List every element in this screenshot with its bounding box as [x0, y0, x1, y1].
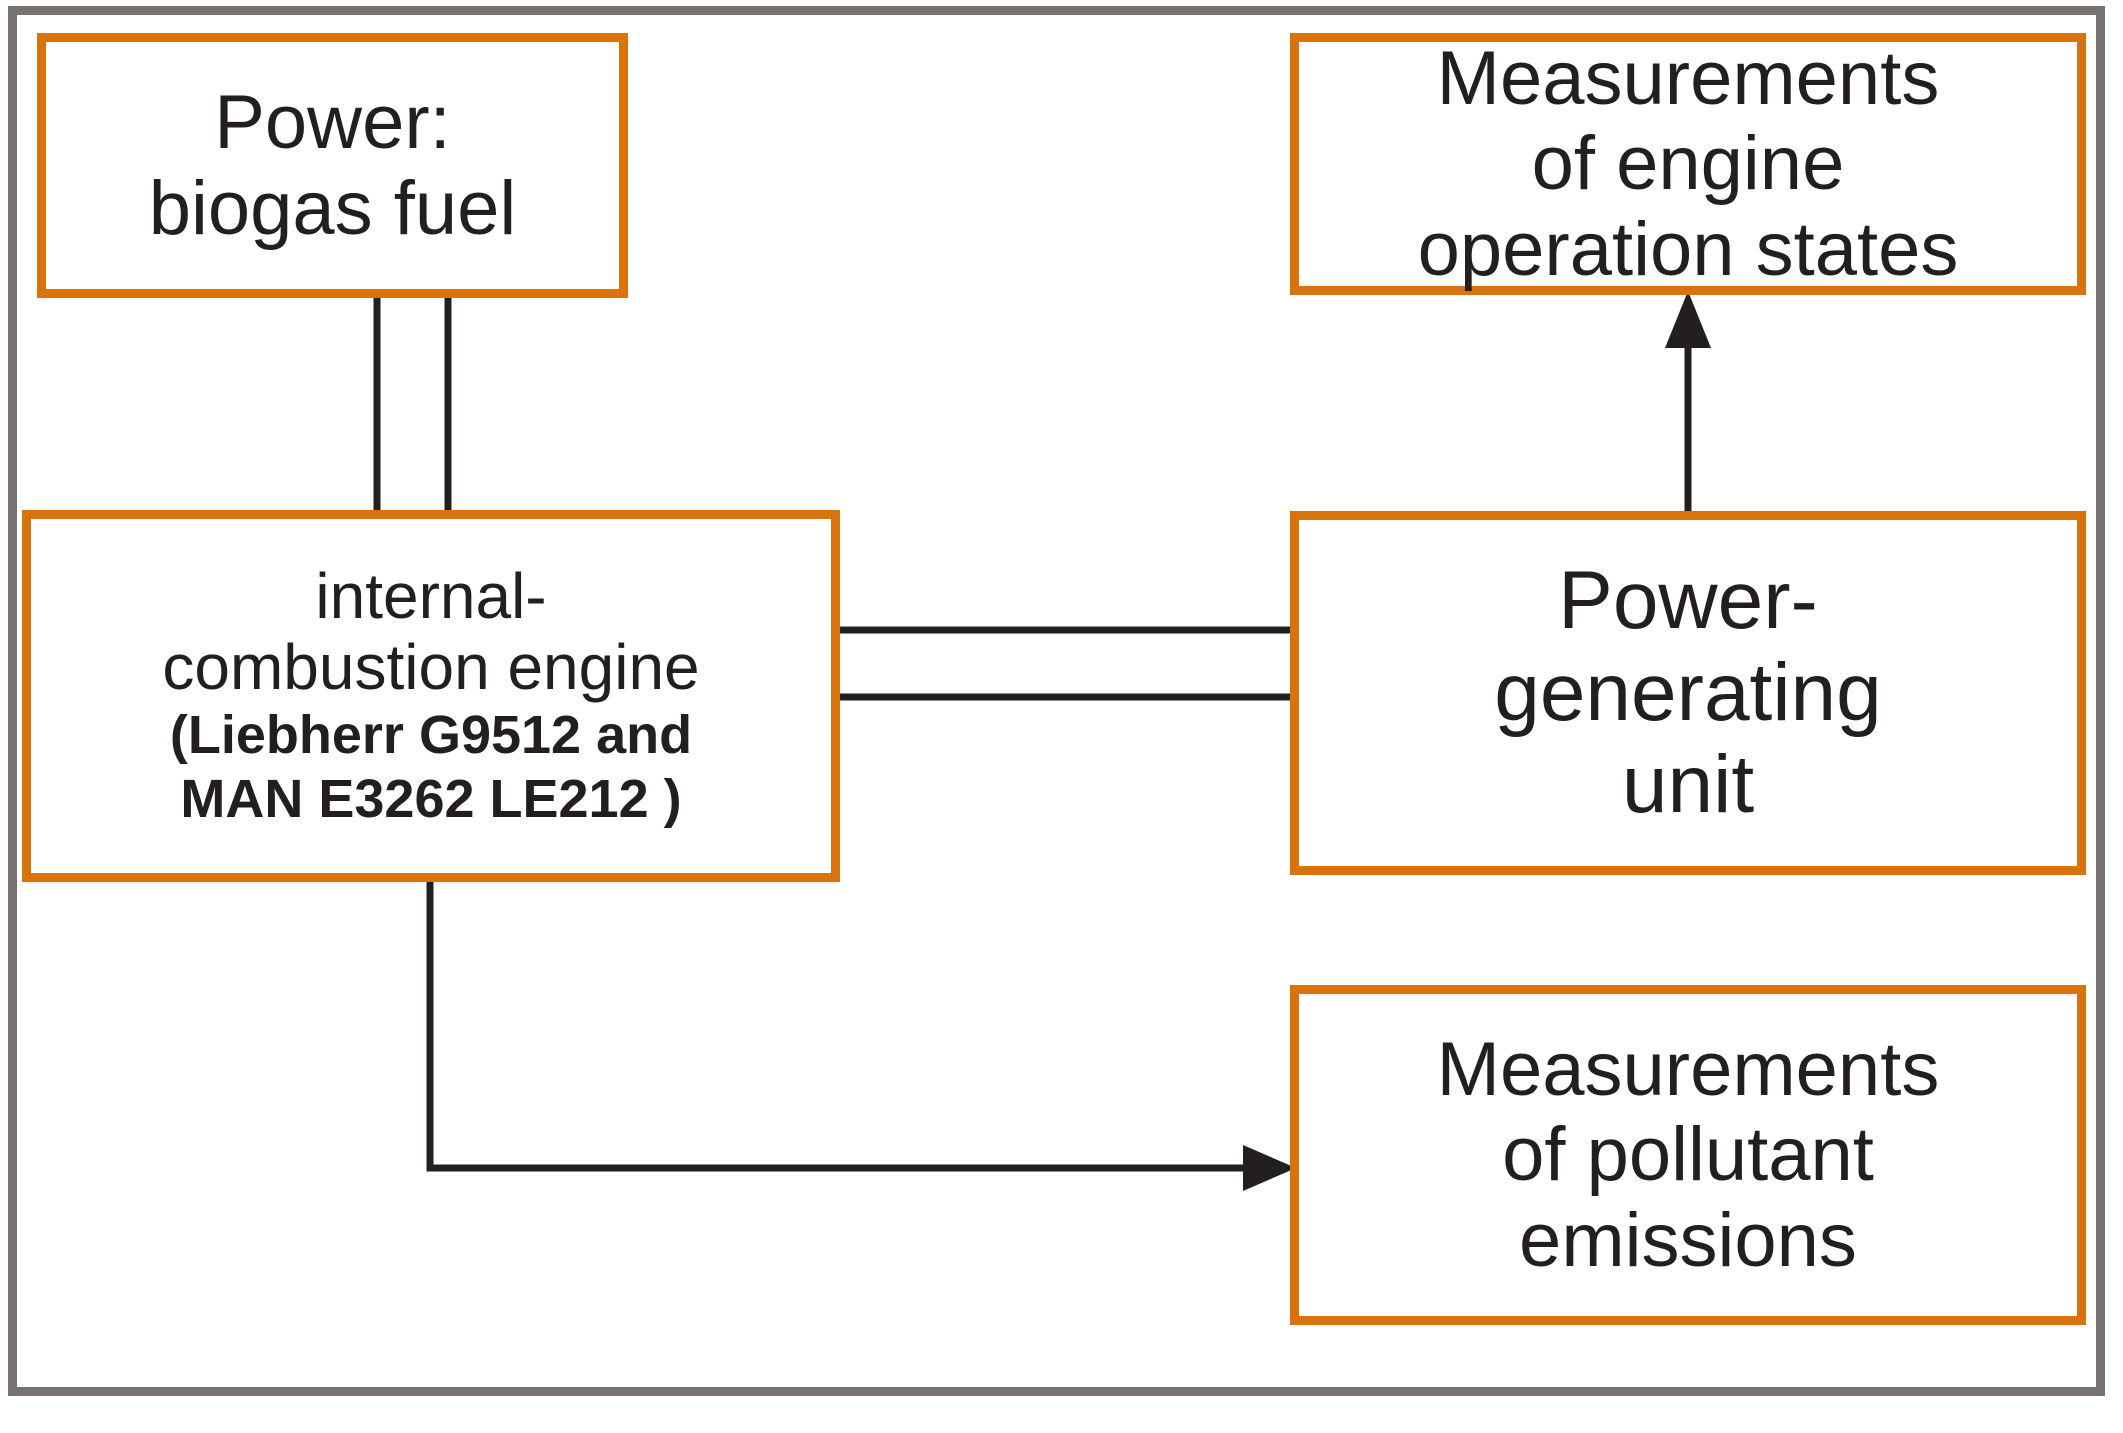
node-power-line-2: biogas fuel	[148, 165, 517, 251]
node-power-generating-unit[interactable]: Power- generating unit	[1290, 511, 2086, 875]
node-power-biogas-fuel[interactable]: Power: biogas fuel	[37, 33, 628, 298]
node-meas-engine-line-1: Measurements	[1436, 36, 1940, 122]
node-meas-engine-line-2: of engine	[1531, 121, 1845, 207]
node-meas-emissions-line-2: of pollutant	[1502, 1112, 1874, 1198]
node-powergen-line-1: Power-	[1558, 555, 1818, 647]
node-measurements-of-pollutant-emissions[interactable]: Measurements of pollutant emissions	[1290, 985, 2086, 1325]
node-engine-model-line-1: (Liebherr G9512 and	[169, 704, 693, 765]
node-meas-engine-line-3: operation states	[1417, 206, 1959, 292]
node-measurements-of-engine-operation-states[interactable]: Measurements of engine operation states	[1290, 33, 2086, 295]
node-engine-line-2: combustion engine	[162, 631, 700, 704]
node-engine-model-line-2: MAN E3262 LE212 )	[180, 768, 682, 829]
node-meas-emissions-line-3: emissions	[1519, 1197, 1857, 1283]
node-meas-emissions-line-1: Measurements	[1436, 1027, 1940, 1113]
node-powergen-line-2: generating	[1494, 647, 1882, 739]
node-internal-combustion-engine[interactable]: internal- combustion engine (Liebherr G9…	[22, 510, 840, 882]
node-engine-line-1: internal-	[315, 559, 547, 632]
node-powergen-line-3: unit	[1621, 738, 1755, 830]
node-power-line-1: Power:	[214, 80, 451, 166]
